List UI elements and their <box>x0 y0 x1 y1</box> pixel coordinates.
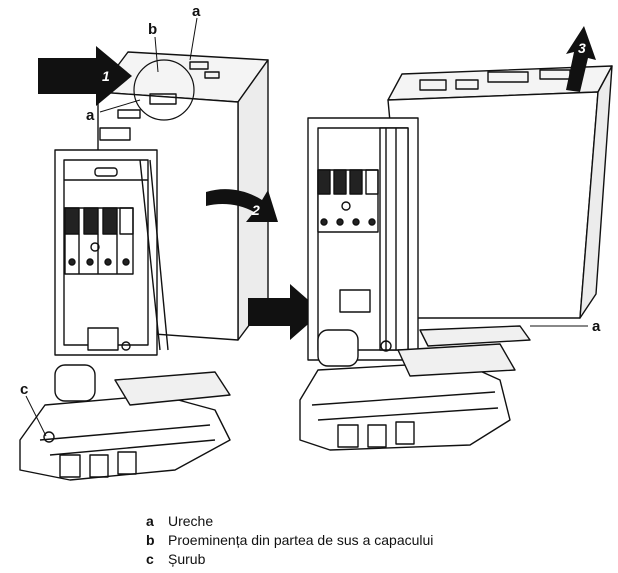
legend-item: b Proeminența din partea de sus a capacu… <box>146 531 433 550</box>
right-assembly <box>299 65 613 451</box>
legend-text: Proeminența din partea de sus a capaculu… <box>168 532 434 548</box>
right-base <box>299 343 516 451</box>
legend-key: a <box>146 513 154 529</box>
step-1-label: 1 <box>102 68 110 84</box>
callout-ear-right: a <box>592 318 601 335</box>
left-clamp-screw <box>121 341 131 351</box>
step-2-label: 2 <box>251 202 260 218</box>
legend-key: b <box>146 532 155 548</box>
legend-text: Ureche <box>168 513 214 529</box>
callout-ear-top: a <box>192 3 201 20</box>
callout-protrusion: b <box>148 21 157 38</box>
arrow-step-2 <box>206 189 278 222</box>
callout-ear-left: a <box>86 107 95 124</box>
legend: a Ureche b Proeminența din partea de sus… <box>146 512 433 569</box>
right-hinge-pin <box>380 340 392 352</box>
legend-item: a Ureche <box>146 512 433 531</box>
protrusion-detail-circle <box>133 59 195 121</box>
left-screw-c <box>43 431 55 443</box>
right-cover <box>387 65 613 319</box>
legend-key: c <box>146 551 154 567</box>
left-assembly <box>19 17 269 481</box>
arrow-transition <box>248 284 322 340</box>
arrow-step-1 <box>38 46 132 106</box>
cover-removal-diagram: a b a c a 1 2 3 <box>19 3 613 481</box>
left-terminal-block <box>64 207 134 275</box>
step-3-label: 3 <box>578 40 586 56</box>
arrow-step-3 <box>566 26 596 92</box>
legend-item: c Șurub <box>146 550 433 569</box>
right-terminal-block <box>317 169 379 233</box>
legend-text: Șurub <box>168 551 206 567</box>
left-base <box>19 371 231 481</box>
right-housing <box>307 117 419 361</box>
callout-screw: c <box>20 381 28 398</box>
right-ear <box>419 325 531 347</box>
